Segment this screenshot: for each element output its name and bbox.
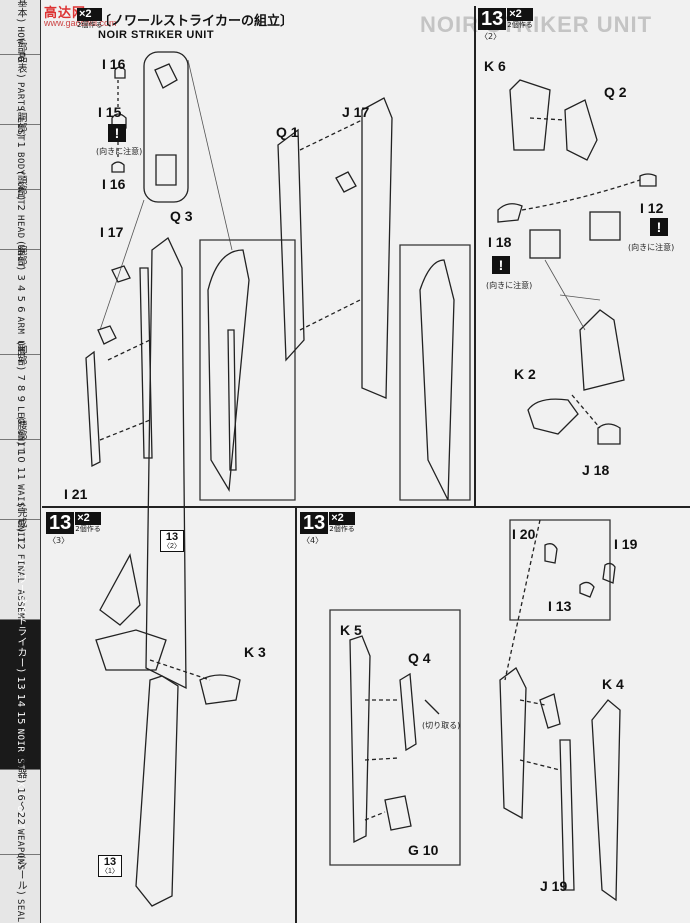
body-13-3 — [95, 629, 167, 671]
panel-divider-horizontal — [42, 506, 690, 508]
label-q2: Q 2 — [604, 84, 627, 100]
warning-icon: ! — [108, 124, 126, 142]
tab-waist-unit[interactable]: (腰部) 10 11 WAIST UNIT — [0, 416, 40, 543]
section-title-en: NOIR STRIKER UNIT — [98, 29, 215, 41]
label-g10: G 10 — [408, 842, 439, 858]
part-i17 — [111, 265, 131, 283]
watermark-logo: 高达网 — [44, 5, 87, 20]
part-i19 — [602, 562, 616, 584]
panel-divider-lower — [295, 508, 297, 923]
quantity-badge: ×2 — [77, 8, 103, 21]
label-q1: Q 1 — [276, 124, 299, 140]
wing-q3 — [145, 236, 187, 690]
label-i21: I 21 — [64, 486, 88, 502]
label-i19: I 19 — [614, 536, 638, 552]
warning-icon-i12: ! — [650, 218, 668, 236]
tab-noir-striker-unit[interactable]: (ノワールストライカー) 13 14 15 NOIR STRIKER UNIT — [0, 559, 40, 830]
ref-step-13-1: 13〈1〉 — [98, 855, 122, 877]
label-i13: I 13 — [548, 598, 572, 614]
detail-inset-frame — [143, 51, 189, 203]
label-k6: K 6 — [484, 58, 506, 74]
tab-head-unit[interactable]: (頭部) 2 HEAD UNIT — [0, 171, 40, 268]
tab-seal[interactable]: (シール) SEAL — [15, 855, 26, 923]
wing-assembled-2 — [419, 259, 455, 501]
part-i20 — [544, 543, 558, 564]
wing-top-13-2 — [99, 553, 141, 626]
section-tab-column: (基本) HOW TO (部品表) PARTS LIST (胴部) 1 BODY… — [0, 0, 41, 923]
frame-assembly — [499, 667, 527, 820]
label-i18: I 18 — [488, 234, 512, 250]
part-k2 — [527, 398, 579, 435]
tab-final-assemble[interactable]: (完成) 12 FINAL ASSEMBLE — [0, 503, 40, 636]
label-k2: K 2 — [514, 366, 536, 382]
part-i12 — [639, 173, 657, 187]
tab-parts-list[interactable]: (部品表) PARTS LIST — [0, 38, 40, 141]
part-q4 — [399, 672, 417, 752]
label-q3: Q 3 — [170, 208, 193, 224]
part-i16-top — [114, 66, 126, 79]
label-i15: I 15 — [98, 104, 122, 120]
tab-arm-unit[interactable]: (腕部) 3 4 5 6 ARM UNIT — [0, 241, 40, 364]
section-title-jp: 〔ノワールストライカーの組立〕 — [98, 14, 294, 29]
part-k3 — [199, 674, 241, 705]
part-i13 — [579, 581, 595, 598]
part-i15 — [111, 113, 127, 129]
blade-13-1 — [135, 675, 179, 907]
label-i20: I 20 — [512, 526, 536, 542]
part-k4 — [591, 699, 621, 902]
k2-assembly — [579, 309, 625, 391]
part-q1 — [277, 128, 305, 362]
tab-weapons[interactable]: (武器) 16〜22 WEAPONS — [0, 754, 40, 870]
part-k6 — [509, 79, 551, 151]
label-k4: K 4 — [602, 676, 624, 692]
label-i16-top: I 16 — [102, 56, 126, 72]
panel-divider-vertical — [474, 6, 476, 506]
ref-step-13-2: 13〈2〉 — [160, 530, 184, 552]
label-k5: K 5 — [340, 622, 362, 638]
label-j18: J 18 — [582, 462, 610, 478]
part-i18 — [497, 203, 523, 223]
frame-k5 — [349, 635, 371, 844]
tab-how-to[interactable]: (基本) HOW TO — [0, 0, 40, 62]
label-j17: J 17 — [342, 104, 370, 120]
part-q2 — [564, 99, 598, 161]
part-i21 — [85, 350, 101, 468]
label-i12: I 12 — [640, 200, 664, 216]
label-i16-bottom: I 16 — [102, 176, 126, 192]
part-j19 — [559, 739, 575, 891]
label-j19: J 19 — [540, 878, 568, 894]
warning-icon-i18: ! — [492, 256, 510, 274]
label-k3: K 3 — [244, 644, 266, 660]
tab-leg-unit[interactable]: (脚部) 7 8 9 LEG UNIT — [0, 341, 40, 453]
step-header-main: ×2 2個作る — [77, 8, 103, 29]
part-g10 — [384, 795, 412, 831]
part-j17 — [335, 171, 357, 193]
part-i16-bottom — [111, 161, 125, 173]
watermark-url: www.gaoshui.com — [44, 18, 117, 28]
part-j18 — [597, 423, 621, 445]
background-title: NOIR STRIKER UNIT — [420, 12, 653, 37]
label-q4: Q 4 — [408, 650, 431, 666]
part-j17-frame — [361, 97, 393, 399]
label-i17: I 17 — [100, 224, 124, 240]
tab-body-unit[interactable]: (胴部) 1 BODY UNIT — [0, 108, 40, 206]
